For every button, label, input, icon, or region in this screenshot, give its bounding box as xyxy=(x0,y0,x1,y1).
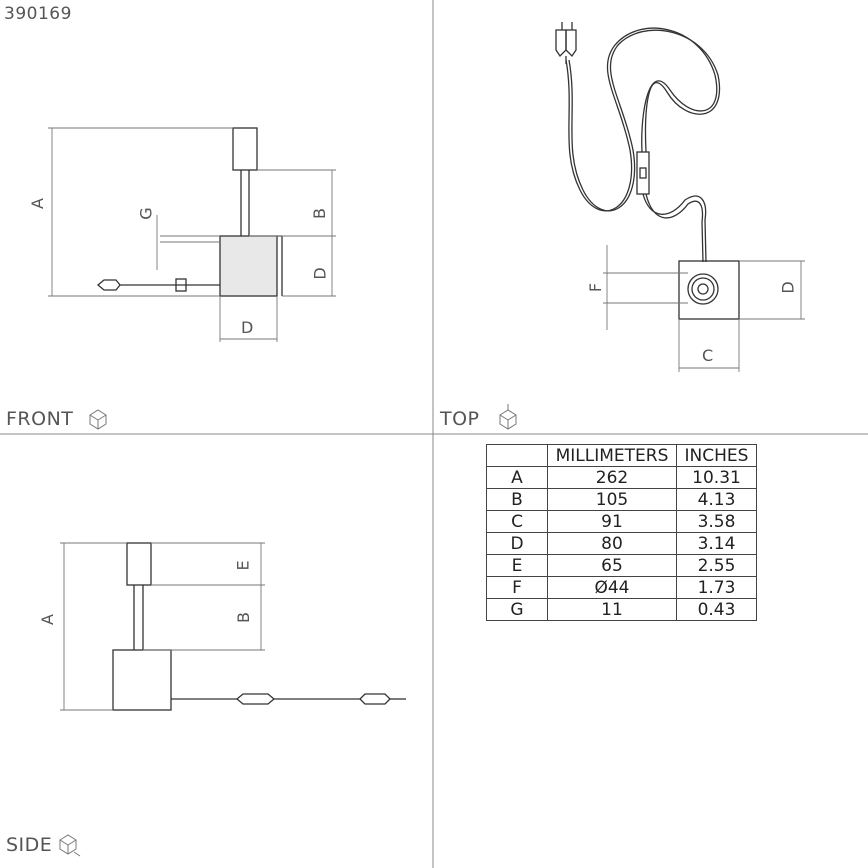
table-cell: 80 xyxy=(547,532,677,555)
table-row: C 91 3.58 xyxy=(486,510,757,533)
table-cell: 11 xyxy=(547,598,677,621)
table-row: D 80 3.14 xyxy=(486,532,757,555)
table-cell: 4.13 xyxy=(676,488,757,511)
table-cell: C xyxy=(486,510,548,533)
front-view-cube-icon xyxy=(89,409,107,430)
table-cell: 3.14 xyxy=(676,532,757,555)
table-row: B 105 4.13 xyxy=(486,488,757,511)
top-dim-f-letter: F xyxy=(586,282,606,293)
top-view-cube-icon xyxy=(499,404,517,430)
table-header-cell: MILLIMETERS xyxy=(547,444,677,467)
table-cell: 262 xyxy=(547,466,677,489)
table-cell: F xyxy=(486,576,548,599)
table-row: F Ø44 1.73 xyxy=(486,576,757,599)
table-cell: E xyxy=(486,554,548,577)
top-dim-d-letter: D xyxy=(778,281,798,294)
side-view-dimensions xyxy=(60,542,265,711)
table-cell: G xyxy=(486,598,548,621)
side-view-label: SIDE xyxy=(6,834,53,856)
table-cell: 10.31 xyxy=(676,466,757,489)
top-view-dimensions xyxy=(603,245,805,372)
product-id: 390169 xyxy=(4,4,72,24)
table-header-cell: INCHES xyxy=(676,444,757,467)
dimensions-table: MILLIMETERS INCHES A 262 10.31 B 105 4.1… xyxy=(486,444,757,621)
front-dim-a-letter: A xyxy=(27,198,47,209)
table-cell: A xyxy=(486,466,548,489)
side-dim-e-letter: E xyxy=(233,560,253,571)
table-cell: 105 xyxy=(547,488,677,511)
top-view-label: TOP xyxy=(440,408,480,430)
top-dim-c-letter: C xyxy=(702,346,714,365)
table-cell: B xyxy=(486,488,548,511)
table-cell: 65 xyxy=(547,554,677,577)
front-dim-d-bottom-letter: D xyxy=(241,318,254,337)
side-view-lamp xyxy=(112,542,406,711)
table-cell: 3.58 xyxy=(676,510,757,533)
front-dim-d-right-letter: D xyxy=(310,267,330,280)
side-dim-b-letter: B xyxy=(233,612,253,623)
table-cell: Ø44 xyxy=(547,576,677,599)
table-row: A 262 10.31 xyxy=(486,466,757,489)
table-cell: 1.73 xyxy=(676,576,757,599)
table-header-row: MILLIMETERS INCHES xyxy=(486,444,757,467)
side-view-cube-icon xyxy=(59,834,81,857)
table-cell: 0.43 xyxy=(676,598,757,621)
table-cell: 91 xyxy=(547,510,677,533)
front-view-lamp xyxy=(96,127,283,297)
table-cell: D xyxy=(486,532,548,555)
side-dim-a-letter: A xyxy=(37,614,57,625)
top-view-lamp xyxy=(555,22,740,320)
front-view-label: FRONT xyxy=(6,408,74,430)
front-view-dimensions xyxy=(48,127,336,342)
table-row: E 65 2.55 xyxy=(486,554,757,577)
table-header-cell xyxy=(486,444,548,467)
table-row: G 11 0.43 xyxy=(486,598,757,621)
front-dim-b-letter: B xyxy=(309,208,329,219)
front-dim-g-letter: G xyxy=(136,207,156,220)
table-cell: 2.55 xyxy=(676,554,757,577)
